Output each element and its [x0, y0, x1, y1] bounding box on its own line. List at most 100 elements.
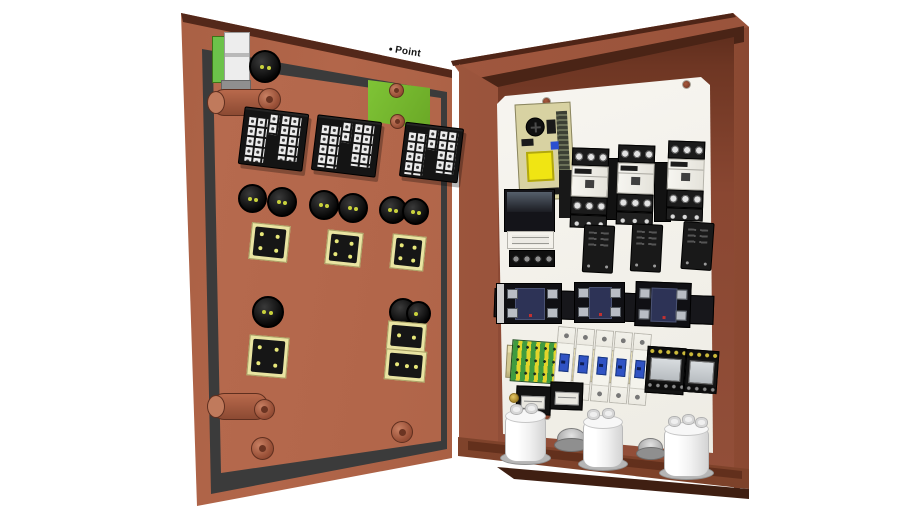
- relay-with-clear-cover: [504, 189, 555, 232]
- mcb-toggle: [558, 353, 570, 373]
- connector-pin: [267, 66, 271, 70]
- terminal-grid: [244, 116, 269, 163]
- contactor-feet: [665, 207, 704, 222]
- timer-terminals: [645, 381, 684, 392]
- contactor-indicator: [585, 179, 595, 189]
- run-capacitor-2: [578, 408, 628, 471]
- timer-relay-1: [644, 345, 687, 396]
- screw-dot: [685, 261, 689, 265]
- vent-slits: [687, 228, 697, 246]
- overload-relay-1: [581, 224, 616, 274]
- hinge-pin-cap: [207, 395, 225, 418]
- ssr-end-plate: [497, 284, 504, 323]
- contactor-seam: [572, 175, 608, 178]
- contactor-body: [616, 162, 655, 195]
- mcb-body: [611, 348, 631, 388]
- mcb-toggle: [596, 356, 608, 376]
- mcb-top-terminal: [595, 330, 614, 348]
- psu-component: [550, 141, 559, 150]
- brass-screw: [509, 393, 519, 403]
- contactor-1: [569, 147, 610, 229]
- ssr-terminal: [610, 307, 621, 317]
- contactor-top-terminals: [667, 140, 706, 160]
- contactor-brand-label: [620, 165, 638, 172]
- mcb-toggle: [577, 354, 589, 374]
- ssr-label: [650, 287, 678, 323]
- screw-boss: [254, 399, 275, 420]
- pushbutton-back: [309, 190, 339, 220]
- vent-slits: [698, 229, 709, 247]
- capacitor-terminal: [587, 409, 600, 420]
- annotation-label: Point: [394, 44, 422, 60]
- timer-relay-2: [683, 348, 720, 395]
- overload-relay-3: [680, 220, 715, 272]
- contactor-bottom-terminals: [616, 193, 654, 213]
- screw-dot: [703, 262, 707, 266]
- vent-slits: [647, 231, 657, 249]
- pushbutton-back: [402, 198, 429, 225]
- contactor-mount: [559, 170, 572, 218]
- solid-state-relay-2: [574, 282, 625, 323]
- timer-display: [649, 356, 682, 383]
- ssr-terminal: [638, 309, 650, 320]
- point-annotation: Point: [388, 43, 422, 60]
- mcb-toggle: [634, 359, 646, 379]
- contactor-seam: [668, 168, 704, 171]
- ssr-terminal: [507, 289, 518, 299]
- capacitor-terminal: [510, 404, 523, 415]
- ssr-terminal: [639, 288, 651, 299]
- ssr-label: [588, 287, 613, 319]
- contactor-body: [570, 165, 609, 198]
- pushbutton-back: [267, 187, 297, 217]
- ssr-terminal: [507, 308, 518, 318]
- relay-terminal-row: [509, 250, 555, 267]
- contactor-brand-label: [574, 168, 592, 175]
- lamp-socket-back: [324, 229, 364, 268]
- contactor-2: [615, 144, 656, 226]
- vent-slits: [588, 231, 597, 249]
- contactor-3: [665, 140, 706, 222]
- mcb-bottom-terminal: [609, 385, 628, 404]
- timer-terminals: [648, 346, 686, 358]
- screw-dot: [604, 265, 609, 269]
- hinge-pin-cap: [207, 91, 225, 114]
- timer-terminals: [686, 349, 719, 361]
- ssr-terminal: [578, 288, 589, 298]
- terminal-block-3: [398, 121, 465, 184]
- mcb-bottom-terminal: [590, 384, 609, 402]
- pushbutton-back: [338, 193, 368, 223]
- solid-state-relay-1: [496, 283, 562, 324]
- run-capacitor-3: [659, 414, 714, 480]
- ssr-label: [514, 288, 546, 320]
- terminal-block-2: [310, 114, 383, 178]
- terminal-grid: [404, 132, 428, 177]
- run-capacitor-1: [500, 403, 551, 465]
- contactor-top-terminals: [571, 147, 610, 167]
- vent-slits: [636, 230, 645, 248]
- terminal-block-1: [237, 106, 310, 172]
- ssr-terminal: [675, 310, 687, 321]
- contactor-brand-label: [670, 161, 688, 168]
- capacitor-terminal: [668, 416, 681, 427]
- lamp-socket-back: [248, 222, 291, 263]
- fuse-holder-2: [549, 381, 584, 411]
- mcb-body: [554, 343, 574, 383]
- contactor-seam: [618, 172, 654, 175]
- mcb-body: [592, 346, 612, 386]
- overload-relay-2: [629, 223, 664, 273]
- fuse-label: [554, 391, 580, 406]
- screw-boss: [391, 421, 413, 443]
- mcb-top-terminal: [614, 332, 632, 350]
- terminal-grid: [435, 130, 459, 175]
- mcb-top-terminal: [557, 327, 576, 345]
